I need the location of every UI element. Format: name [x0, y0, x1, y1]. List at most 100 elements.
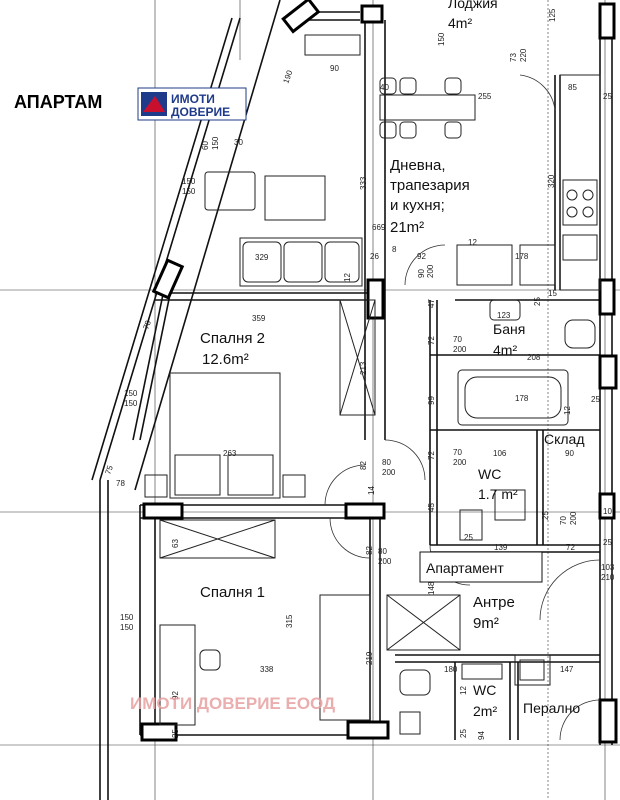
room-name-living-2: трапезария	[390, 177, 470, 194]
dim-label: 15	[548, 289, 557, 298]
dim-label: 180	[444, 665, 458, 674]
room-labels: Лоджия 4m² Дневна, трапезария и кухня; 2…	[200, 0, 585, 719]
dim-label: 106	[493, 449, 507, 458]
room-area-wc1: 1.7 m²	[478, 486, 518, 502]
dim-label: 359	[252, 314, 266, 323]
dim-label: 150	[437, 32, 446, 46]
dim-label: 63	[171, 539, 180, 548]
room-name-living-3: и кухня;	[390, 197, 445, 214]
dim-label: 263	[223, 449, 237, 458]
room-area-living: 21m²	[390, 219, 424, 236]
dim-label: 329	[255, 253, 269, 262]
dim-label: 150	[211, 136, 220, 150]
logo-text-line2: ДОВЕРИЕ	[171, 105, 230, 119]
dim-label: 30	[234, 138, 243, 147]
dim-label: 12	[343, 273, 352, 282]
dim-label: 40	[380, 83, 389, 92]
room-name-loggia: Лоджия	[448, 0, 498, 11]
dim-label: 210	[601, 573, 615, 582]
dim-label: 220	[519, 48, 528, 62]
dim-label: 26	[370, 252, 379, 261]
room-name-bedroom2: Спалня 2	[200, 330, 265, 347]
dim-label: 80	[378, 547, 387, 556]
dim-label: 92	[171, 691, 180, 700]
dim-label: 78	[116, 479, 125, 488]
dim-label: 320	[547, 174, 556, 188]
dim-label: 47	[427, 299, 436, 308]
dim-label: 72	[427, 336, 436, 345]
dim-label: 178	[515, 252, 529, 261]
dim-label: 82	[365, 546, 374, 555]
dim-label: 219	[365, 651, 374, 665]
dim-label: 25	[459, 729, 468, 738]
dim-label: 70	[559, 516, 568, 525]
dim-label: 25	[603, 92, 612, 101]
room-name-bedroom1: Спалня 1	[200, 584, 265, 601]
dim-label: 150	[124, 389, 138, 398]
room-name-hall: Антре	[473, 594, 515, 611]
dim-label: 14	[367, 486, 376, 495]
watermark-text: ИМОТИ ДОВЕРИЕ ЕООД	[130, 694, 335, 713]
dim-label: 12	[459, 686, 468, 695]
dim-label: 150	[120, 613, 134, 622]
dim-label: 338	[260, 665, 274, 674]
dim-label: 25	[603, 538, 612, 547]
dim-label: 90	[330, 64, 339, 73]
dim-label: 125	[548, 8, 557, 22]
dim-label: 103	[601, 563, 615, 572]
dim-label: 10	[603, 507, 612, 516]
dim-label: 25	[171, 729, 180, 738]
dim-label: 70	[453, 448, 462, 457]
dim-label: 82	[359, 461, 368, 470]
dim-label: 150	[182, 187, 196, 196]
dim-label: 60	[201, 141, 210, 150]
room-area-bath: 4m²	[493, 342, 517, 358]
dim-label: 200	[378, 557, 392, 566]
dim-label: 255	[478, 92, 492, 101]
dim-label: 80	[382, 458, 391, 467]
dim-label: 45	[427, 503, 436, 512]
apartment-label-box	[419, 551, 543, 583]
room-name-wc2: WC	[473, 682, 496, 698]
dim-label: 150	[124, 399, 138, 408]
room-name-bath: Баня	[493, 321, 525, 337]
room-area-hall: 9m²	[473, 615, 499, 632]
dim-label: 25	[533, 297, 542, 306]
dim-label: 150	[120, 623, 134, 632]
room-area-wc2: 2m²	[473, 703, 497, 719]
logo-roof-icon	[143, 96, 165, 112]
dim-label: 200	[569, 511, 578, 525]
dim-label: 25	[541, 511, 550, 520]
dim-label: 8	[392, 245, 397, 254]
dim-label: 150	[182, 177, 196, 186]
dim-label: 25	[464, 533, 473, 542]
dim-label: 213	[359, 361, 368, 375]
dim-label: 72	[566, 543, 575, 552]
dim-label: 200	[453, 458, 467, 467]
room-name-storage: Склад	[544, 431, 585, 447]
room-area-loggia: 4m²	[448, 15, 472, 31]
dim-label: 190	[281, 69, 294, 85]
dim-label: 147	[560, 665, 574, 674]
dim-label: 12	[563, 406, 572, 415]
dim-label: 200	[426, 264, 435, 278]
room-name-wc1: WC	[478, 466, 501, 482]
dim-label: 78	[141, 319, 153, 331]
dim-label: 139	[494, 543, 508, 552]
furniture	[144, 34, 601, 735]
columns	[140, 0, 618, 744]
dim-label: 92	[417, 252, 426, 261]
dim-label: 178	[515, 394, 529, 403]
dim-label: 75	[103, 464, 115, 476]
dim-label: 148	[427, 581, 436, 595]
dim-label: 73	[509, 53, 518, 62]
dim-label: 12	[468, 238, 477, 247]
dim-label: 85	[568, 83, 577, 92]
dimension-labels: 90 150 73 220 125 40 255 85 25 190 60 15…	[103, 8, 614, 740]
door-swings	[324, 74, 601, 741]
dim-label: 25	[591, 395, 600, 404]
dim-label: 333	[359, 176, 368, 190]
